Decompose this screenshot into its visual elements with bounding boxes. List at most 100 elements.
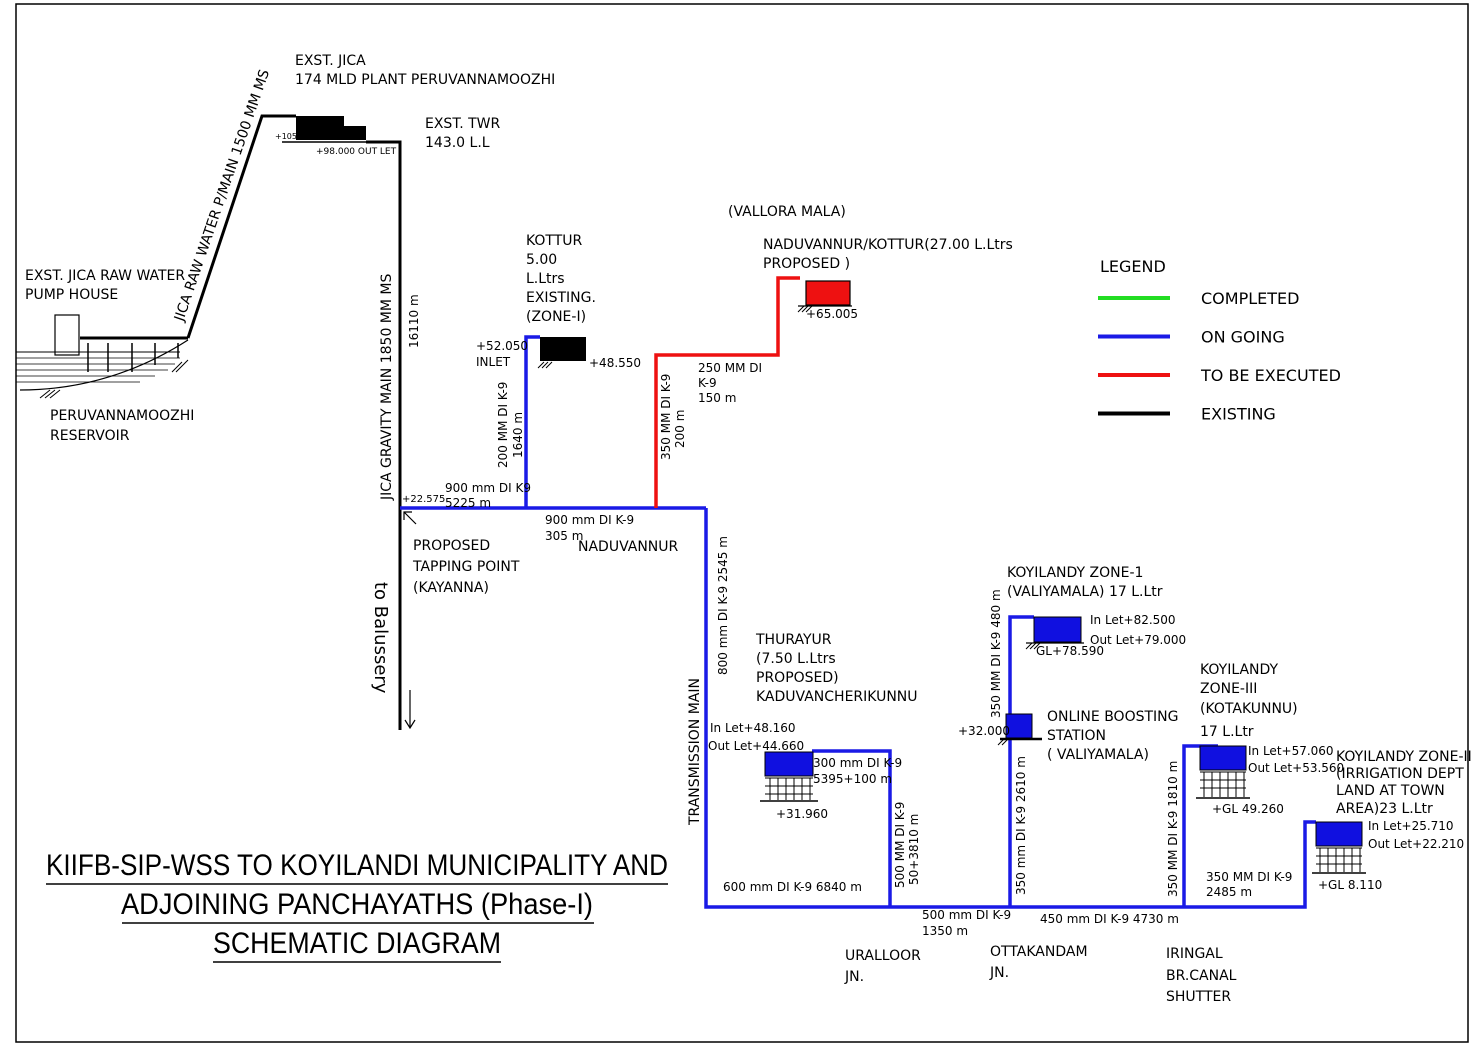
pipe-600-label: 600 mm DI K-9 6840 m [723,880,862,894]
pipe-500h-length: 1350 m [922,924,968,938]
thurayur-location: KADUVANCHERIKUNNU [756,689,918,705]
uralloor-label: URALLOOR [845,948,921,964]
koyilandy-zone3-tank [1196,745,1250,799]
raw-main-label: JICA RAW WATER P/MAIN 1500 MM MS [171,67,273,324]
title-line-3: SCHEMATIC DIAGRAM [213,927,501,960]
pipe-250-class: K-9 [698,376,717,390]
thurayur-inlet: In Let+48.160 [710,721,796,735]
ottakandam-label-2: JN. [989,965,1009,981]
uralloor-label-2: JN. [844,969,864,985]
boosting-level: +32.000 [958,724,1010,738]
to-balussery-label: to Balussery [370,582,391,694]
iringal-label: IRINGAL [1166,946,1223,962]
kz2-gl: +GL 8.110 [1318,878,1382,892]
labels: EXST. JICA 174 MLD PLANT PERUVANNAMOOZHI… [25,53,1472,1005]
legend-label-1: ON GOING [1201,328,1285,347]
vallora-mala-label: (VALLORA MALA) [728,204,846,220]
thurayur-label: THURAYUR [755,632,832,648]
kz3-inlet: In Let+57.060 [1248,744,1334,758]
ongoing-pipes [400,335,1316,909]
pipe-350a-length: 200 m [673,410,687,448]
naduvannur-label: NADUVANNUR [578,539,679,555]
nadkot-tank-label: NADUVANNUR/KOTTUR(27.00 L.Ltrs [763,237,1013,253]
kottur-zone: (ZONE-I) [526,309,586,325]
pipe-450-label: 450 mm DI K-9 4730 m [1040,912,1179,926]
kz2-outlet: Out Let+22.210 [1368,837,1464,851]
gravity-main-label: JICA GRAVITY MAIN 1850 MM MS [379,274,395,501]
kottur-status: EXISTING. [526,290,596,306]
pipe-350e-length: 2485 m [1206,885,1252,899]
tapping-point-label: PROPOSED [413,538,490,554]
kz3-gl: +GL 49.260 [1212,802,1284,816]
pipe-900-length: 5225 m [445,496,491,510]
twr-label: EXST. TWR [425,116,501,132]
outlet-level: +98.000 OUT LET [316,147,397,157]
pipe-900b-label: 900 mm DI K-9 [545,513,634,527]
boosting-station-label-2: STATION [1047,728,1106,744]
pipe-350a-label: 350 MM DI K-9 [659,374,673,460]
pump-house-label: EXST. JICA RAW WATER [25,268,185,284]
ottakandam-label: OTTAKANDAM [990,944,1088,960]
pipe-350b-label: 350 MM DI K-9 480 m [989,589,1003,718]
kz2-capacity: AREA)23 L.Ltr [1336,801,1433,817]
pipe-350c-label: 350 mm DI K-9 2610 m [1014,756,1028,895]
tap-arrow-icon [403,511,417,525]
twr-level: 143.0 L.L [425,135,490,151]
kz3-label: KOYILANDY [1200,662,1279,678]
down-arrow-icon [404,690,416,730]
pipe-500v-label: 500 MM DI K-9 [893,802,907,888]
pipe-300-label: 300 mm DI K-9 [813,756,902,770]
kz2-location-2: LAND AT TOWN [1336,783,1445,799]
boosting-station [997,713,1042,746]
kottur-level: +48.550 [589,356,641,370]
drawing-title: KIIFB-SIP-WSS TO KOYILANDI MUNICIPALITY … [46,849,668,963]
kottur-unit: L.Ltrs [526,271,565,287]
boosting-station-label: ONLINE BOOSTING [1047,709,1178,725]
koyilandy-zone1-tank [1025,616,1084,650]
pipe-800-label: 800 mm DI K-9 2545 m [716,536,730,675]
legend-label-3: EXISTING [1201,405,1276,424]
title-line-2: ADJOINING PANCHAYATHS (Phase-I) [121,888,593,921]
jica-plant-label-2: 174 MLD PLANT PERUVANNAMOOZHI [295,72,555,88]
tapping-point-label-3: (KAYANNA) [413,580,489,596]
level-22575: +22.575 [402,494,445,505]
thurayur-capacity: (7.50 L.Ltrs [756,651,836,667]
kz1-outlet: Out Let+79.000 [1090,633,1186,647]
kz1-capacity: (VALIYAMALA) 17 L.Ltr [1007,584,1163,600]
pipe-500v-length: 50+3810 m [907,814,921,885]
kottur-capacity: 5.00 [526,252,557,268]
tapping-point-label-2: TAPPING POINT [412,559,520,575]
reservoir-label-2: RESERVOIR [50,428,130,444]
naduvannur-kottur-tank [797,280,852,313]
kz2-inlet: In Let+25.710 [1368,819,1454,833]
raw-water-main-line [186,114,296,339]
gravity-main-length: 16110 m [407,294,421,348]
nadkot-tank-status: PROPOSED ) [763,256,850,272]
iringal-label-2: BR.CANAL [1166,968,1237,984]
kottur-inlet-label: INLET [476,355,511,369]
kottur-label: KOTTUR [526,233,583,249]
koyilandy-zone2-tank [1312,821,1366,874]
pipe-900-label: 900 mm DI K9 [445,481,531,495]
reservoir-graphic [16,314,189,399]
kz3-outlet: Out Let+53.560 [1248,761,1344,775]
kz3-zone: ZONE-III [1200,681,1257,697]
nadkot-level: +65.005 [806,307,858,321]
pipe-300-length: 5395+100 m [813,772,892,786]
kz3-location: (KOTAKUNNU) [1200,701,1298,717]
thurayur-gl: +31.960 [776,807,828,821]
pipe-500h-label: 500 mm DI K-9 [922,908,1011,922]
kottur-tank [537,337,586,369]
kz1-label: KOYILANDY ZONE-1 [1007,565,1143,581]
transmission-main-label: TRANSMISSION MAIN [687,678,703,826]
pipe-200-length: 1640 m [511,412,525,458]
kz3-capacity: 17 L.Ltr [1200,724,1254,740]
kottur-inlet-level: +52.050 [476,339,528,353]
proposed-pipe-line [654,276,800,508]
pipe-250-length: 150 m [698,391,736,405]
legend-label-0: COMPLETED [1201,289,1299,308]
pipe-200-label: 200 MM DI K-9 [496,382,510,468]
title-line-1: KIIFB-SIP-WSS TO KOYILANDI MUNICIPALITY … [46,849,668,882]
